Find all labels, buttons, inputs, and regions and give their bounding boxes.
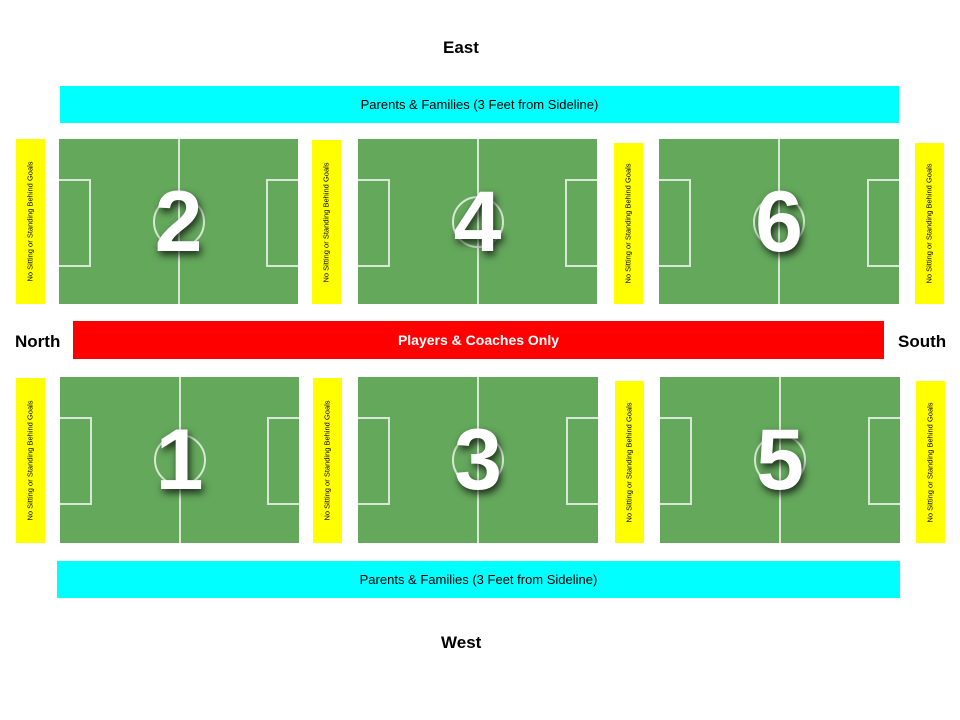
no-standing-label: No Sitting or Standing Behind Goals: [925, 163, 935, 284]
penalty-box-right: [266, 179, 298, 267]
no-standing-label: No Sitting or Standing Behind Goals: [323, 400, 333, 521]
center-circle: [754, 434, 806, 486]
field-number: 2: [154, 173, 203, 270]
penalty-box-left: [358, 179, 390, 267]
field-number: 5: [756, 412, 804, 508]
no-standing-zone: No Sitting or Standing Behind Goals: [615, 381, 644, 543]
no-standing-label: No Sitting or Standing Behind Goals: [624, 163, 634, 284]
penalty-box-right: [566, 417, 598, 505]
center-circle: [451, 195, 504, 248]
no-standing-zone: No Sitting or Standing Behind Goals: [16, 139, 45, 304]
center-circle: [452, 434, 504, 486]
spectator-zone-bottom-label: Parents & Families (3 Feet from Sideline…: [359, 572, 598, 587]
penalty-box-left: [60, 417, 92, 505]
no-standing-label: No Sitting or Standing Behind Goals: [26, 400, 36, 521]
spectator-zone-top: Parents & Families (3 Feet from Sideline…: [60, 86, 899, 123]
direction-south: South: [898, 332, 947, 351]
penalty-box-right: [868, 417, 900, 505]
direction-west: West: [441, 633, 482, 652]
no-standing-zone: No Sitting or Standing Behind Goals: [313, 378, 342, 543]
players-coaches-zone-label: Players & Coaches Only: [397, 332, 560, 348]
penalty-box-left: [659, 179, 691, 267]
field-number: 4: [453, 173, 502, 270]
no-standing-zone: No Sitting or Standing Behind Goals: [916, 381, 945, 543]
soccer-field-5: 5: [660, 377, 900, 543]
field-number: 3: [454, 412, 502, 508]
spectator-zone-top-label: Parents & Families (3 Feet from Sideline…: [360, 97, 599, 112]
no-standing-label: No Sitting or Standing Behind Goals: [926, 401, 936, 523]
no-standing-label: No Sitting or Standing Behind Goals: [625, 401, 635, 523]
direction-east: East: [443, 38, 479, 57]
penalty-box-right: [565, 179, 597, 267]
soccer-field-4: 4: [358, 139, 597, 304]
field-number: 6: [755, 173, 803, 270]
soccer-field-2: 2: [59, 139, 298, 304]
field-number: 1: [155, 412, 204, 508]
penalty-box-right: [867, 179, 899, 267]
direction-north: North: [15, 332, 61, 351]
penalty-box-right: [267, 417, 299, 505]
soccer-field-1: 1: [60, 377, 299, 543]
no-standing-zone: No Sitting or Standing Behind Goals: [312, 140, 341, 304]
soccer-field-6: 6: [659, 139, 899, 304]
no-standing-label: No Sitting or Standing Behind Goals: [322, 161, 332, 283]
center-circle: [153, 434, 206, 486]
penalty-box-left: [660, 417, 692, 505]
no-standing-zone: No Sitting or Standing Behind Goals: [614, 143, 643, 304]
spectator-zone-bottom: Parents & Families (3 Feet from Sideline…: [57, 561, 900, 598]
soccer-field-3: 3: [358, 377, 598, 543]
penalty-box-left: [358, 417, 390, 505]
penalty-box-left: [59, 179, 91, 267]
no-standing-zone: No Sitting or Standing Behind Goals: [915, 143, 944, 304]
center-circle: [152, 195, 205, 248]
no-standing-label: No Sitting or Standing Behind Goals: [26, 161, 36, 282]
no-standing-zone: No Sitting or Standing Behind Goals: [16, 378, 45, 543]
players-coaches-zone: Players & Coaches Only: [73, 321, 884, 359]
center-circle: [753, 195, 805, 248]
